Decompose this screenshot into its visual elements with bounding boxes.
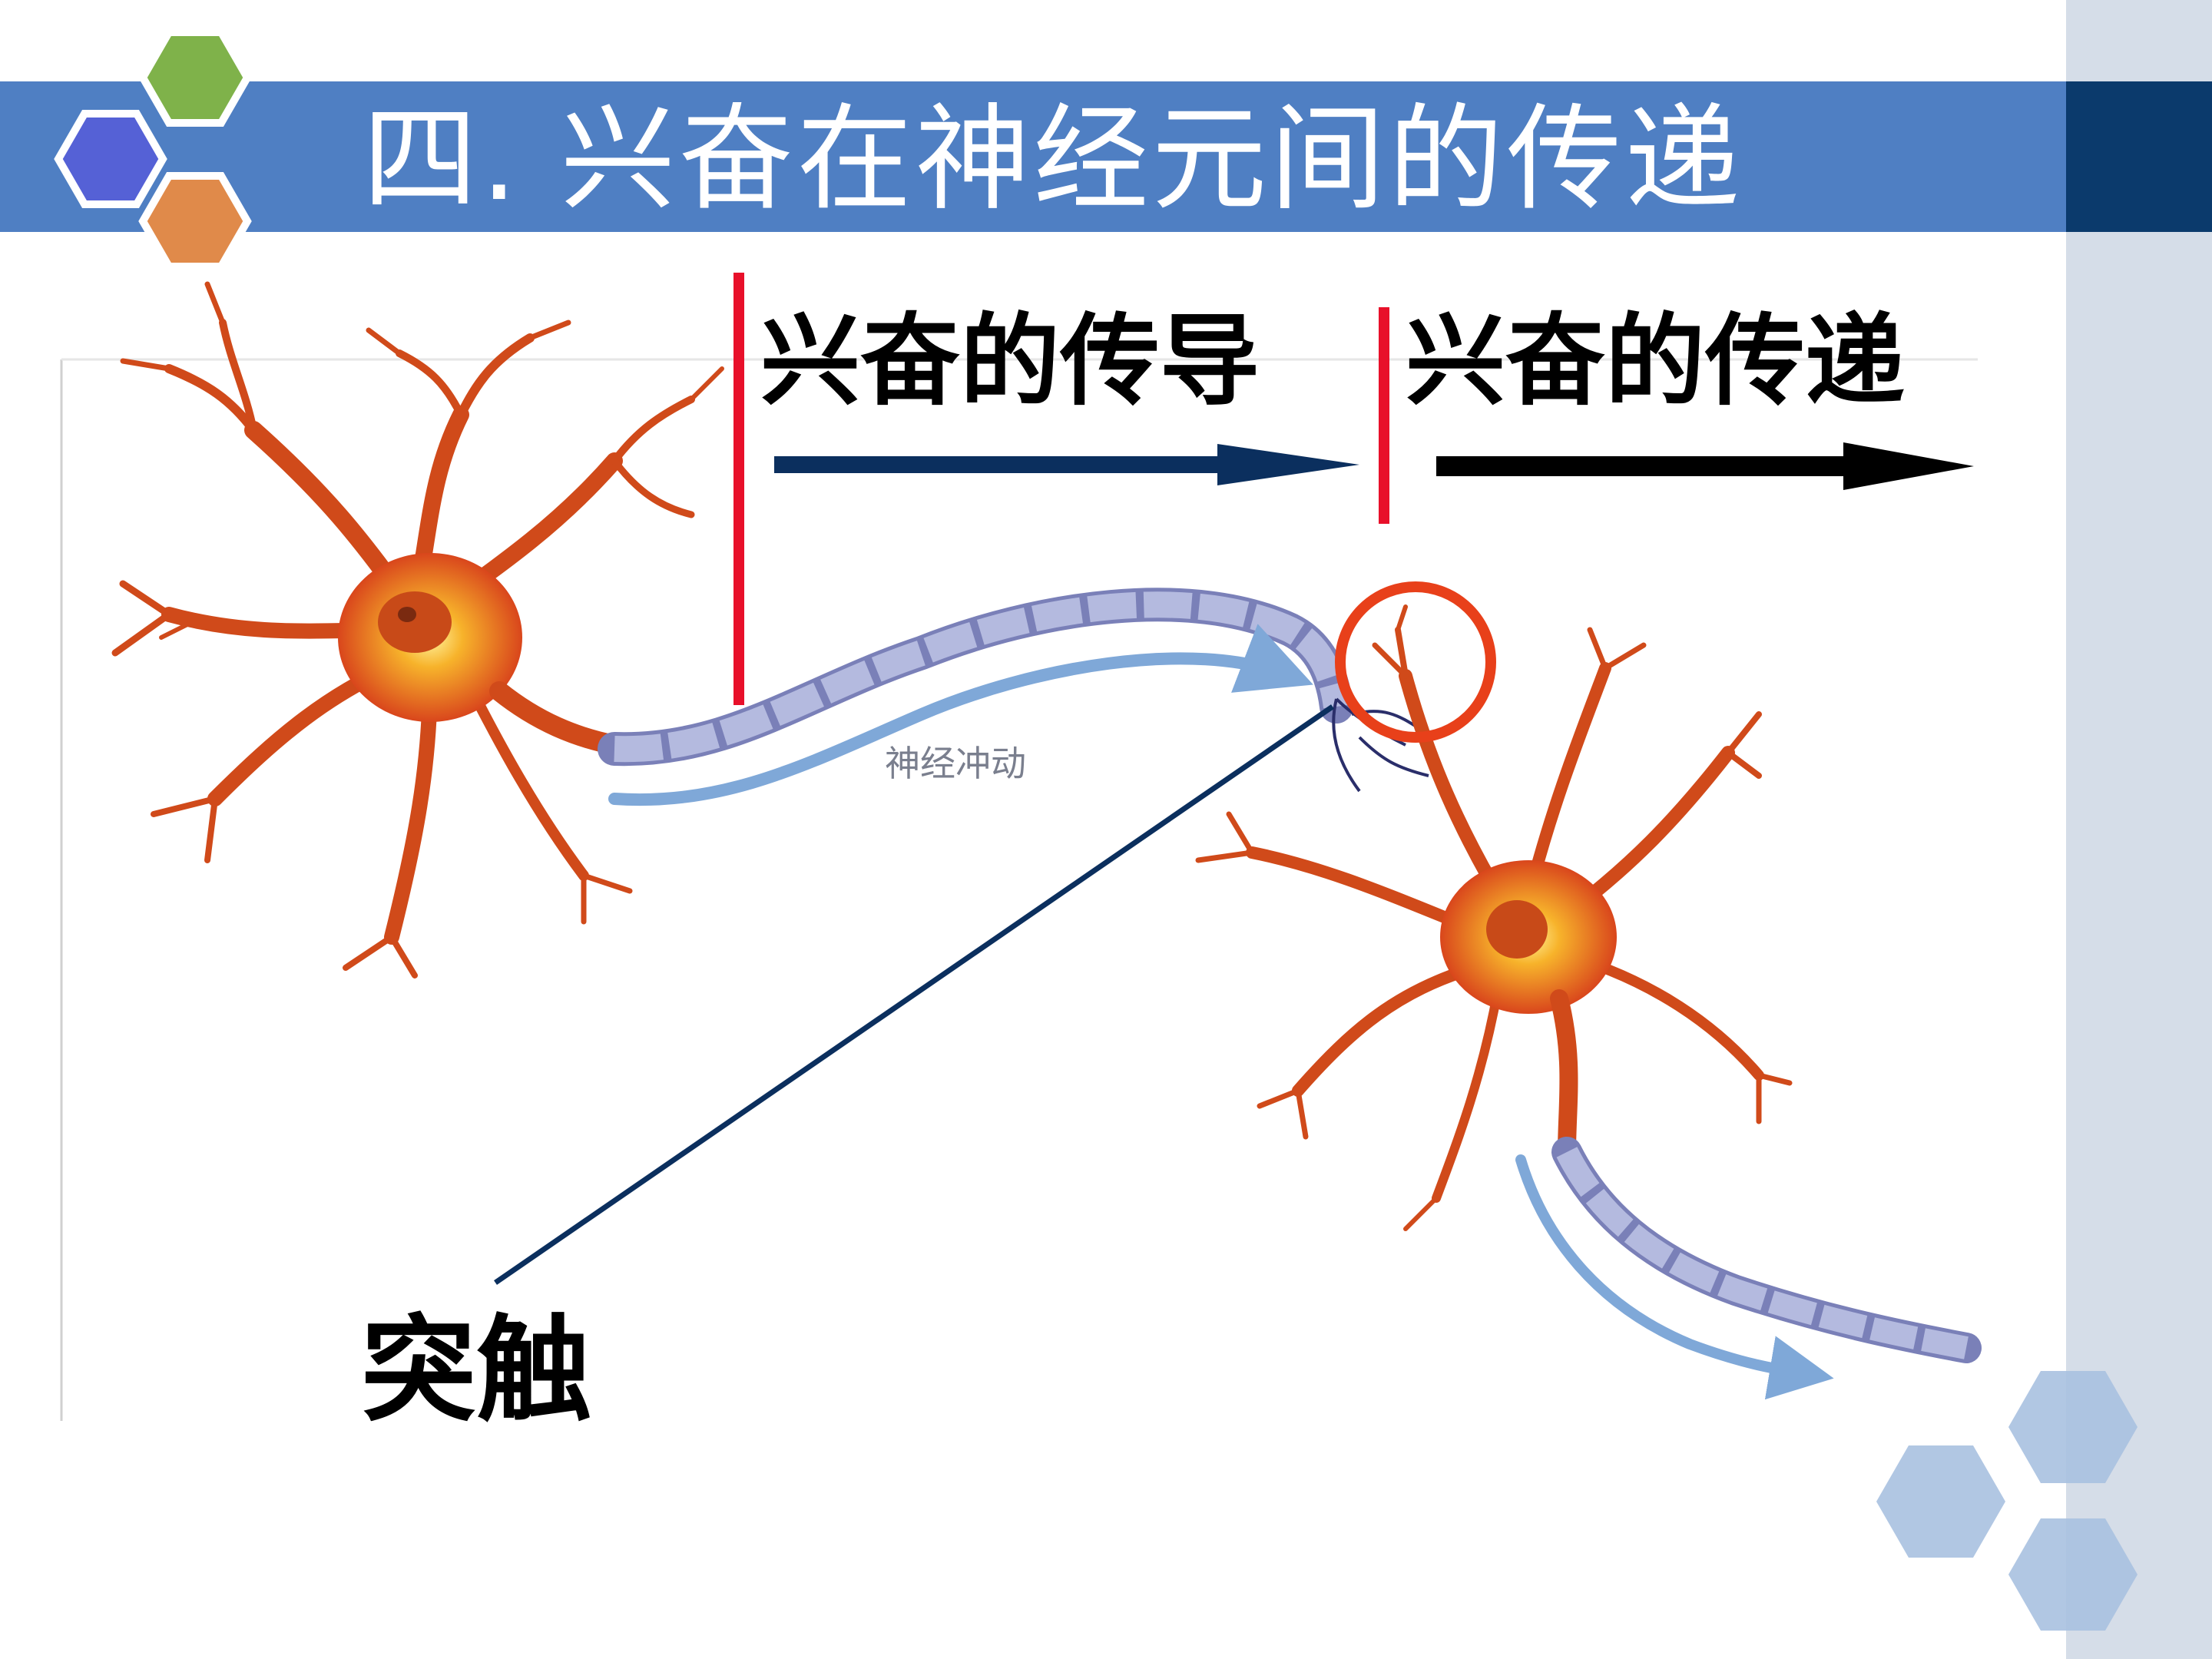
transmission-heading: 兴奋的传递 xyxy=(1406,303,1906,419)
title-bar xyxy=(0,81,2066,232)
slide-title: 四. 兴奋在神经元间的传递 xyxy=(363,93,1743,227)
synapse-highlight-circle xyxy=(1335,581,1496,743)
conduction-heading: 兴奋的传导 xyxy=(760,303,1260,419)
neuron-1-nucleus xyxy=(378,591,452,653)
synapse-pointer-line xyxy=(494,704,1334,1285)
impulse-arrow-2 xyxy=(1515,1154,1834,1400)
impulse-arrow-1 xyxy=(608,624,1313,806)
transmission-arrow xyxy=(1436,442,1974,490)
synapse-label: 突触 xyxy=(361,1304,592,1438)
myelin-sheath-2 xyxy=(1556,1147,1969,1359)
conduction-arrow xyxy=(774,444,1359,485)
neuron-2-nucleus xyxy=(1486,900,1548,959)
nerve-impulse-label: 神经冲动 xyxy=(885,743,1026,784)
title-bar-dark-block xyxy=(2066,81,2212,232)
